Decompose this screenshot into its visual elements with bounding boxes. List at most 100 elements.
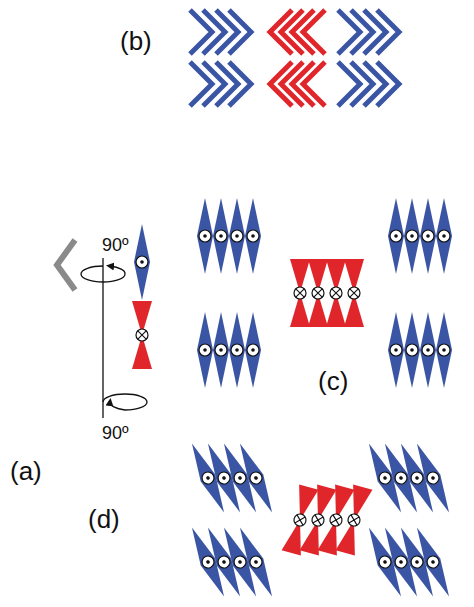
molecule-body bbox=[197, 312, 213, 388]
direction-circle bbox=[294, 287, 306, 299]
direction-circle bbox=[311, 513, 326, 528]
out-of-page-dot bbox=[222, 476, 227, 481]
into-page-cross bbox=[349, 515, 359, 525]
out-of-page-dot bbox=[383, 476, 388, 481]
blue-molecule bbox=[394, 524, 441, 600]
red-molecule bbox=[344, 259, 364, 327]
direction-circle bbox=[422, 230, 434, 242]
out-of-page-dot bbox=[410, 234, 414, 238]
into-page-cross bbox=[350, 289, 358, 297]
molecule-body bbox=[420, 198, 436, 274]
into-page-cross bbox=[138, 331, 146, 339]
red-molecule bbox=[308, 259, 328, 327]
blue-molecule bbox=[201, 440, 248, 516]
direction-circle bbox=[136, 256, 148, 268]
molecule-body bbox=[245, 198, 261, 274]
direction-circle bbox=[393, 470, 409, 486]
molecule-body bbox=[378, 440, 425, 516]
blue-molecule bbox=[213, 198, 229, 274]
red-molecule bbox=[326, 259, 346, 327]
direction-circle bbox=[199, 344, 211, 356]
blue-molecule bbox=[217, 440, 264, 516]
blue-molecule bbox=[217, 524, 264, 600]
into-page-cross bbox=[331, 515, 341, 525]
direction-circle bbox=[231, 344, 243, 356]
blue-molecule bbox=[229, 312, 245, 388]
blue-molecule bbox=[134, 224, 150, 300]
out-of-page-dot bbox=[235, 234, 239, 238]
out-of-page-dot bbox=[383, 560, 388, 565]
into-page-cross bbox=[332, 289, 340, 297]
blue-molecule bbox=[185, 524, 232, 600]
direction-circle bbox=[247, 230, 259, 242]
molecule-body bbox=[378, 524, 425, 600]
blue-molecule bbox=[362, 524, 409, 600]
direction-circle bbox=[312, 287, 324, 299]
molecule-body bbox=[233, 524, 280, 600]
direction-circle bbox=[390, 344, 402, 356]
direction-circle bbox=[200, 554, 216, 570]
direction-circle bbox=[330, 287, 342, 299]
out-of-page-dot bbox=[415, 476, 420, 481]
direction-circle bbox=[232, 554, 248, 570]
out-of-page-dot bbox=[254, 476, 259, 481]
molecule-body bbox=[201, 440, 248, 516]
direction-circle bbox=[347, 513, 362, 528]
direction-circle bbox=[216, 470, 232, 486]
direction-circle bbox=[248, 554, 264, 570]
blue-molecule bbox=[233, 440, 280, 516]
direction-circle bbox=[409, 470, 425, 486]
bent-core-chevron bbox=[377, 10, 399, 54]
blue-molecule bbox=[410, 524, 457, 600]
direction-circle bbox=[215, 344, 227, 356]
bent-core-chevron bbox=[303, 10, 325, 54]
direction-circle bbox=[329, 513, 344, 528]
out-of-page-dot bbox=[206, 560, 211, 565]
blue-molecule bbox=[420, 312, 436, 388]
blue-molecule bbox=[197, 312, 213, 388]
blue-molecule bbox=[394, 440, 441, 516]
out-of-page-dot bbox=[442, 234, 446, 238]
direction-circle bbox=[248, 470, 264, 486]
out-of-page-dot bbox=[206, 476, 211, 481]
molecule-body bbox=[197, 198, 213, 274]
molecule-body bbox=[436, 198, 452, 274]
out-of-page-dot bbox=[140, 260, 144, 264]
blue-molecule bbox=[404, 198, 420, 274]
direction-circle bbox=[438, 344, 450, 356]
molecule-body bbox=[217, 524, 264, 600]
direction-circle bbox=[247, 344, 259, 356]
out-of-page-dot bbox=[238, 476, 243, 481]
out-of-page-dot bbox=[431, 476, 436, 481]
into-page-cross bbox=[295, 515, 305, 525]
out-of-page-dot bbox=[410, 348, 414, 352]
molecule-body bbox=[185, 524, 232, 600]
rotation-arrow bbox=[103, 394, 147, 410]
molecule-body bbox=[213, 312, 229, 388]
molecule-body bbox=[229, 312, 245, 388]
direction-circle bbox=[393, 554, 409, 570]
blue-molecule bbox=[362, 440, 409, 516]
molecule-body bbox=[362, 524, 409, 600]
into-page-cross bbox=[296, 289, 304, 297]
out-of-page-dot bbox=[399, 560, 404, 565]
out-of-page-dot bbox=[203, 348, 207, 352]
rotation-arrow bbox=[81, 266, 125, 282]
molecule-body bbox=[404, 312, 420, 388]
angle-label: 90º bbox=[102, 236, 129, 254]
blue-molecule bbox=[404, 312, 420, 388]
blue-molecule bbox=[213, 312, 229, 388]
direction-circle bbox=[425, 470, 441, 486]
out-of-page-dot bbox=[394, 234, 398, 238]
blue-molecule bbox=[420, 198, 436, 274]
molecule-body bbox=[420, 312, 436, 388]
direction-circle bbox=[422, 344, 434, 356]
direction-circle bbox=[348, 287, 360, 299]
direction-circle bbox=[438, 230, 450, 242]
out-of-page-dot bbox=[399, 476, 404, 481]
direction-circle bbox=[406, 230, 418, 242]
blue-molecule bbox=[229, 198, 245, 274]
bent-core-chevron bbox=[303, 62, 325, 106]
blue-molecule bbox=[378, 440, 425, 516]
out-of-page-dot bbox=[431, 560, 436, 565]
